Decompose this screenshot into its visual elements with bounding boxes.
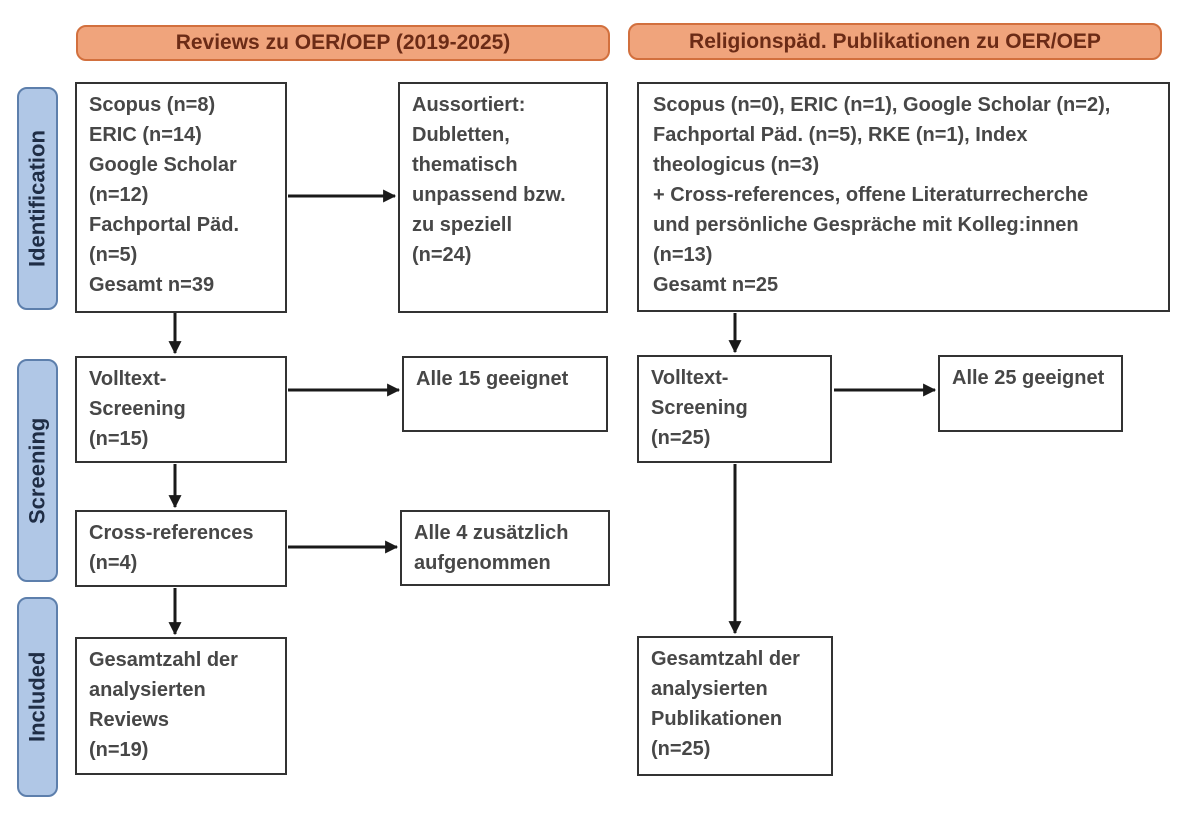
left-identification-box: Scopus (n=8) ERIC (n=14) Google Scholar … <box>75 82 287 313</box>
stage-label-screening: Screening <box>17 359 58 582</box>
left-included-box: Gesamtzahl der analysierten Reviews (n=1… <box>75 637 287 775</box>
left-fulltext-result-box: Alle 15 geeignet <box>402 356 608 432</box>
stage-label-included: Included <box>17 597 58 797</box>
stage-label-identification: Identification <box>17 87 58 310</box>
right-included-box: Gesamtzahl der analysierten Publikatione… <box>637 636 833 776</box>
right-fulltext-result-box: Alle 25 geeignet <box>938 355 1123 432</box>
right-identification-box: Scopus (n=0), ERIC (n=1), Google Scholar… <box>637 82 1170 312</box>
right-fulltext-screening-box: Volltext- Screening (n=25) <box>637 355 832 463</box>
column-header-religionspaed: Religionspäd. Publikationen zu OER/OEP <box>628 23 1162 60</box>
left-fulltext-screening-box: Volltext- Screening (n=15) <box>75 356 287 463</box>
left-excluded-box: Aussortiert: Dubletten, thematisch unpas… <box>398 82 608 313</box>
left-crossreferences-result-box: Alle 4 zusätzlich aufgenommen <box>400 510 610 586</box>
left-crossreferences-box: Cross-references (n=4) <box>75 510 287 587</box>
column-header-reviews: Reviews zu OER/OEP (2019-2025) <box>76 25 610 61</box>
